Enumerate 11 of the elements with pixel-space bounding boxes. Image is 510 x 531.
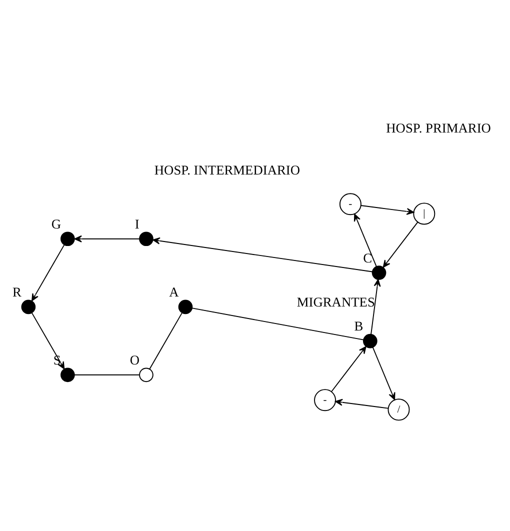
node-label: C <box>363 250 372 265</box>
node-label: R <box>12 284 22 300</box>
node-label: A <box>169 284 179 300</box>
node-label: S <box>53 352 61 368</box>
node-label: O <box>130 352 140 368</box>
label: HOSP. INTERMEDIARIO <box>154 162 300 178</box>
node-label: G <box>51 216 62 232</box>
node-label: I <box>134 216 140 232</box>
label: HOSP. PRIMARIO <box>386 120 491 136</box>
edge-label: MIGRANTES <box>296 294 375 310</box>
node-label: B <box>354 318 364 334</box>
